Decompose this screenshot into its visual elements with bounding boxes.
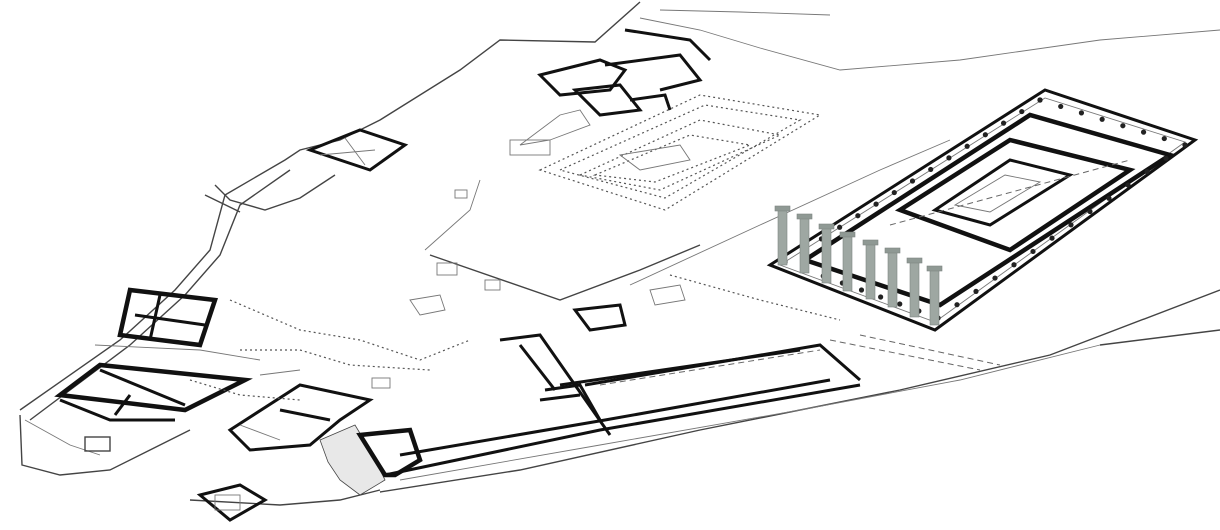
column-capital [818,223,835,230]
column-base-dot [891,189,897,196]
column-base-dot [909,178,916,184]
north-buildings [509,28,712,156]
column-capital [774,205,791,212]
column-capital [906,257,923,264]
column-base-dot [1087,208,1093,215]
column-capital [839,231,856,238]
site-boundary [19,1,1220,506]
standing-columns [774,205,943,326]
column-base-dot [1144,169,1150,175]
standing-column [929,269,940,326]
small-structures [371,189,686,389]
column-base-dot [1106,195,1112,201]
column-base-dot [837,224,843,230]
column-base-dot [1000,120,1007,126]
standing-column [887,251,898,308]
column-base-dot [878,294,884,300]
column-capital [926,265,943,272]
column-base-dot [1099,116,1105,122]
column-base-dot [1078,110,1085,116]
column-base-dot [897,301,903,307]
standing-column [821,227,832,284]
column-base-dot [858,287,865,293]
column-base-dot [1019,108,1025,115]
column-base-dot [946,155,952,161]
column-base-dot [1011,262,1017,268]
standing-column [777,209,788,266]
column-base-dot [992,275,998,281]
long-stoa [356,333,861,478]
standing-column [799,217,810,274]
column-base-dot [973,288,979,294]
column-base-dot [873,201,879,207]
column-base-dot [1161,135,1167,142]
temple-foundation-dotted [538,94,822,211]
column-base-dot [1163,155,1169,161]
column-base-dot [1125,182,1131,188]
west-building-complex [24,287,261,456]
northwest-building [305,128,409,172]
column-base-dot [954,302,960,308]
standing-column [842,235,853,292]
column-capital [862,239,879,246]
column-base-dot [1140,129,1147,135]
column-base-dot [928,166,934,173]
column-base-dot [964,143,970,149]
column-capital [884,247,901,254]
standing-column [865,243,876,300]
column-base-dot [1068,222,1074,228]
column-base-dot [1049,235,1055,241]
column-base-dot [982,132,988,138]
column-base-dot [855,213,861,219]
pebble-path [319,424,386,496]
column-base-dot [1182,142,1188,148]
ruin-scatter [189,274,841,401]
great-temple [766,88,1199,332]
column-capital [796,213,813,220]
column-base-dot [1058,103,1064,110]
column-base-dot [1120,123,1126,129]
central-buildings [196,369,374,522]
standing-column [909,261,920,318]
column-base-dot [1037,97,1043,103]
column-base-dot [1030,248,1036,255]
